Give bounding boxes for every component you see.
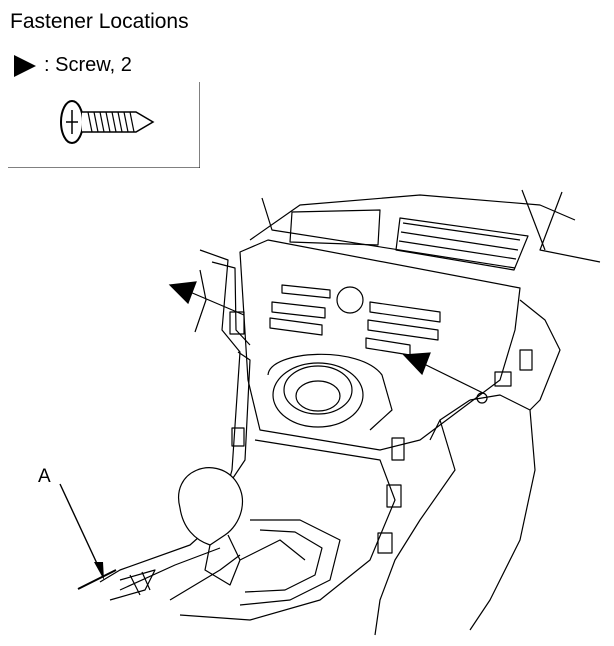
- screw-arrow-right-icon: [402, 352, 431, 376]
- triangle-marker-icon: [14, 54, 36, 77]
- callout-a-label: A: [38, 466, 51, 487]
- legend-label: : Screw, 2: [44, 54, 132, 76]
- screw-arrow-left-icon: [168, 281, 197, 305]
- callout-a-arrow-icon: [94, 562, 104, 580]
- page-title: Fastener Locations: [10, 10, 189, 33]
- legend-screw: : Screw, 2: [14, 54, 132, 77]
- screw-illustration: [8, 82, 200, 168]
